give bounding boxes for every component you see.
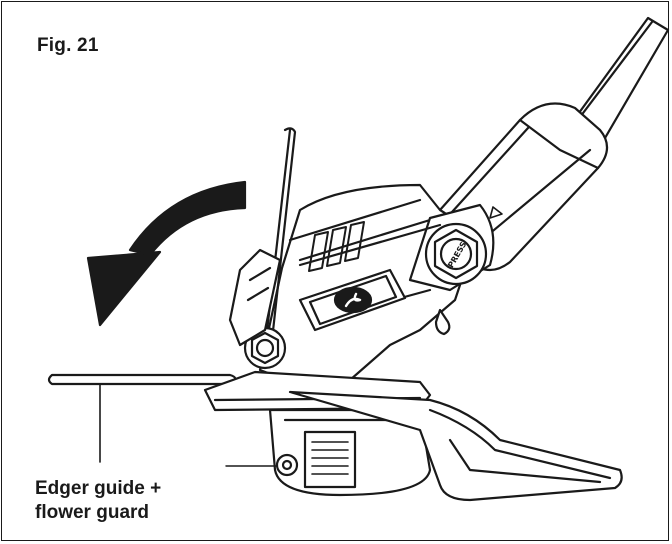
press-knob: PRESS [424, 222, 488, 286]
release-tab [434, 308, 451, 336]
trimmer-shaft [566, 16, 670, 152]
pivot-nut [243, 326, 287, 370]
logo-badge [298, 268, 407, 332]
callout-line-1: Edger guide + [35, 478, 162, 499]
hinge-side [228, 248, 282, 347]
rotate-direction-arrow-icon [86, 180, 247, 327]
guard-cover [288, 390, 623, 502]
trimmer-head [225, 408, 432, 497]
callout-line-2: flower guard [35, 502, 150, 523]
edger-guide-bar [47, 373, 237, 386]
part-callout: Edger guide + flower guard [35, 477, 161, 525]
figure-label: Fig. 21 [37, 35, 99, 56]
vent-slots [308, 221, 365, 272]
